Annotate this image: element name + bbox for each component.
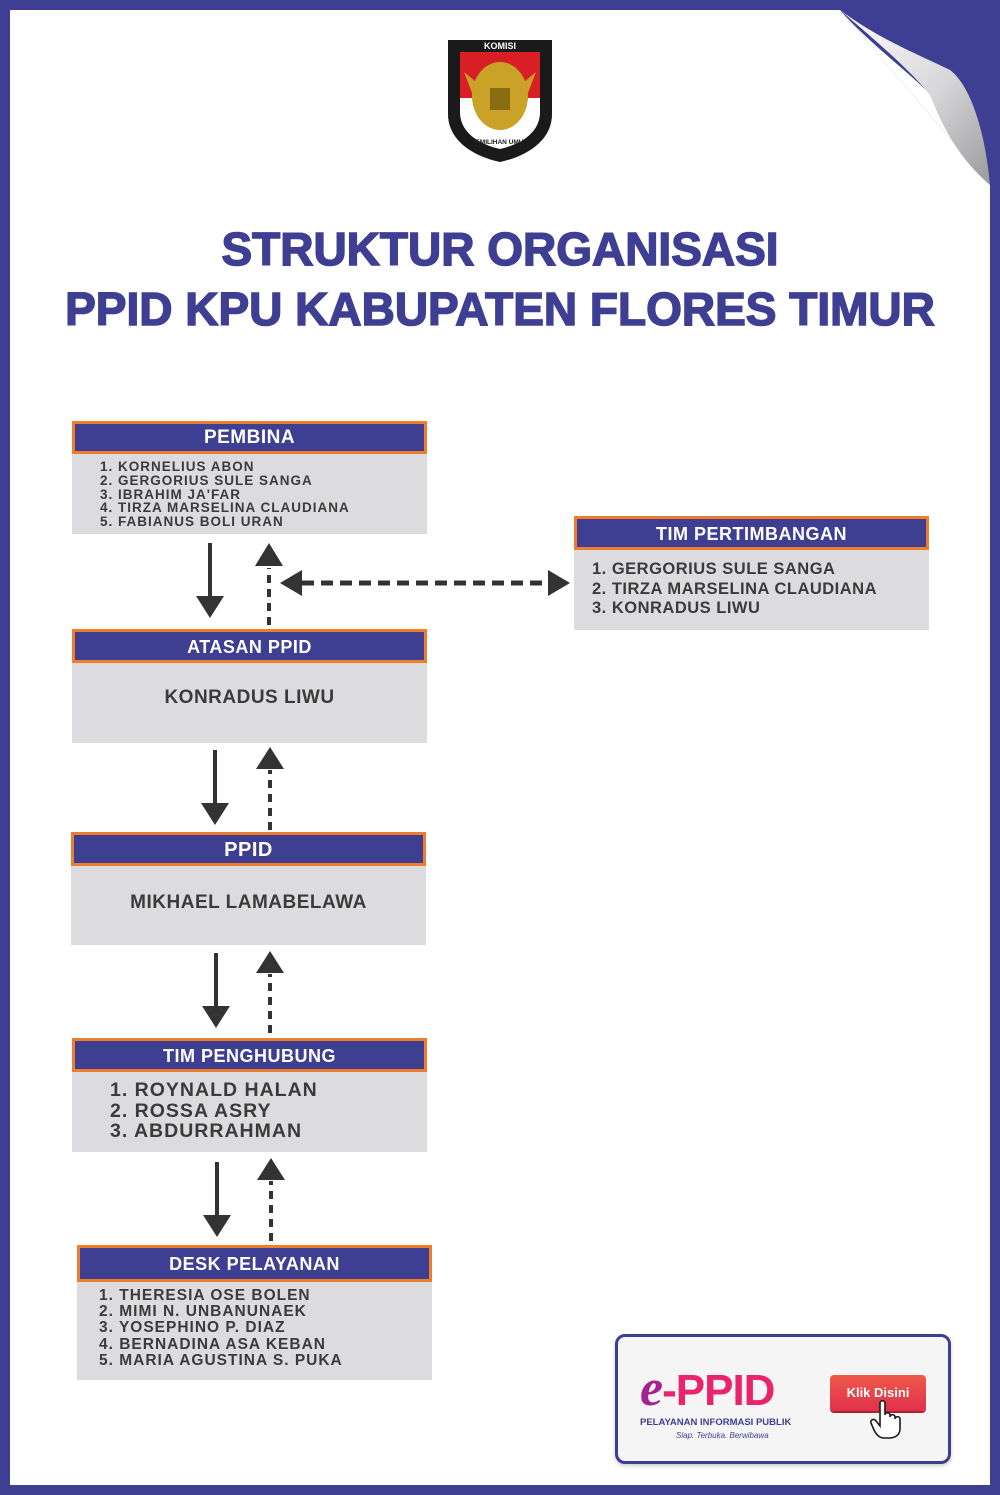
logo-bottom-text: PEMILIHAN UMUM bbox=[471, 139, 529, 146]
list-item: 1. ROYNALD HALAN bbox=[110, 1079, 318, 1101]
ppid-name: MIKHAEL LAMABELAWA bbox=[71, 866, 426, 945]
list-item: 1. THERESIA OSE BOLEN bbox=[99, 1287, 311, 1304]
eppid-banner[interactable]: e-PPID PELAYANAN INFORMASI PUBLIK Siap. … bbox=[615, 1334, 951, 1464]
list-item: 4. BERNADINA ASA KEBAN bbox=[99, 1335, 326, 1353]
arrow-down-icon bbox=[202, 953, 230, 1028]
list-item: 2. MIMI N. UNBANUNAEK bbox=[99, 1303, 307, 1321]
list-item: 3. YOSEPHINO P. DIAZ bbox=[99, 1319, 286, 1337]
list-item: 2. TIRZA MARSELINA CLAUDIANA bbox=[592, 579, 878, 598]
box-pembina: PEMBINA 1. KORNELIUS ABON 2. GERGORIUS S… bbox=[72, 421, 427, 534]
title-line-2: PPID KPU KABUPATEN FLORES TIMUR bbox=[64, 282, 935, 336]
box-tim-penghubung: TIM PENGHUBUNG 1. ROYNALD HALAN 2. ROSSA… bbox=[72, 1038, 427, 1152]
atasan-ppid-name: KONRADUS LIWU bbox=[72, 663, 427, 743]
arrow-down-icon bbox=[203, 1162, 231, 1237]
box-ppid: PPID MIKHAEL LAMABELAWA bbox=[71, 832, 426, 945]
tim-penghubung-header: TIM PENGHUBUNG bbox=[72, 1038, 427, 1072]
eppid-logo-e: e bbox=[640, 1360, 663, 1417]
list-item: 3. KONRADUS LIWU bbox=[592, 599, 761, 617]
tim-pertimbangan-header: TIM PERTIMBANGAN bbox=[574, 516, 929, 550]
arrow-down-icon bbox=[201, 750, 229, 825]
desk-pelayanan-list: 1. THERESIA OSE BOLEN 2. MIMI N. UNBANUN… bbox=[77, 1282, 432, 1380]
tim-penghubung-list: 1. ROYNALD HALAN 2. ROSSA ASRY 3. ABDURR… bbox=[72, 1072, 427, 1152]
kpu-garuda-logo: KOMISI PEMILIHAN UMUM bbox=[448, 40, 552, 162]
title-line-1: STRUKTUR ORGANISASI bbox=[221, 222, 780, 276]
eppid-logo-text: -PPID bbox=[662, 1366, 775, 1415]
tim-pertimbangan-list: 1. GERGORIUS SULE SANGA 2. TIRZA MARSELI… bbox=[574, 550, 929, 630]
pembina-header: PEMBINA bbox=[72, 421, 427, 454]
logo-top-text: KOMISI bbox=[484, 41, 516, 51]
pointer-hand-icon bbox=[870, 1399, 901, 1439]
list-item: 5. FABIANUS BOLI URAN bbox=[100, 514, 284, 530]
box-tim-pertimbangan: TIM PERTIMBANGAN 1. GERGORIUS SULE SANGA… bbox=[574, 516, 929, 630]
arrow-up-dashed-icon bbox=[256, 747, 284, 830]
eppid-subtitle: PELAYANAN INFORMASI PUBLIK bbox=[640, 1417, 792, 1428]
box-atasan-ppid: ATASAN PPID KONRADUS LIWU bbox=[72, 629, 427, 743]
arrow-up-dashed-icon bbox=[257, 1158, 285, 1241]
pembina-list: 1. KORNELIUS ABON 2. GERGORIUS SULE SANG… bbox=[72, 454, 427, 534]
list-item: 4. TIRZA MARSELINA CLAUDIANA bbox=[100, 500, 350, 516]
list-item: 3. ABDURRAHMAN bbox=[110, 1120, 303, 1142]
arrow-up-dashed-icon bbox=[256, 951, 284, 1033]
page-curl-decoration bbox=[840, 10, 990, 185]
eppid-logo: e-PPID bbox=[640, 1359, 775, 1418]
list-item: 2. GERGORIUS SULE SANGA bbox=[100, 472, 313, 488]
list-item: 5. MARIA AGUSTINA S. PUKA bbox=[99, 1351, 343, 1369]
list-item: 3. IBRAHIM JA'FAR bbox=[100, 486, 241, 502]
double-arrow-dashed-icon bbox=[280, 570, 570, 596]
klik-disini-button[interactable]: Klik Disini bbox=[830, 1375, 926, 1411]
list-item: 1. KORNELIUS ABON bbox=[100, 459, 255, 474]
box-desk-pelayanan: DESK PELAYANAN 1. THERESIA OSE BOLEN 2. … bbox=[77, 1245, 432, 1380]
ppid-header: PPID bbox=[71, 832, 426, 866]
eppid-tagline: Siap. Terbuka. Berwibawa bbox=[676, 1431, 769, 1440]
desk-pelayanan-header: DESK PELAYANAN bbox=[77, 1245, 432, 1282]
list-item: 2. ROSSA ASRY bbox=[110, 1099, 272, 1122]
list-item: 1. GERGORIUS SULE SANGA bbox=[592, 560, 836, 578]
atasan-ppid-header: ATASAN PPID bbox=[72, 629, 427, 663]
arrow-up-dashed-icon bbox=[255, 543, 283, 625]
arrow-down-icon bbox=[196, 543, 224, 618]
